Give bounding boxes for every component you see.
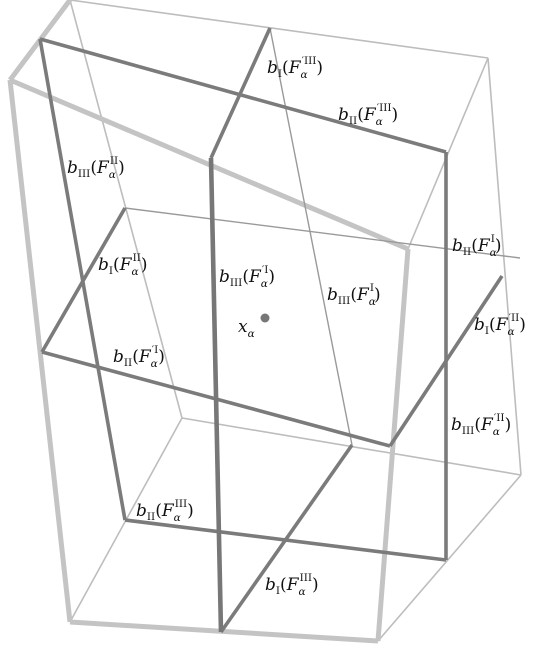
outer-box-front-edges [7,0,411,644]
inner-face-edges [38,27,504,634]
center-point [260,313,270,323]
label-b-III-F-prime-II: bIII(Fα′II) [451,412,511,438]
label-b-I-F-II: bI(FαII) [98,252,148,278]
label-b-III-F-II: bIII(FαII) [67,155,125,181]
central-vertical-edge [208,157,224,633]
label-b-II-F-I: bII(FαI) [452,233,502,259]
label-b-II-F-III: bII(FαIII) [136,498,194,524]
label-b-I-F-prime-II: bI(Fα′II) [474,312,526,338]
thin-interior-edges [124,27,521,446]
label-b-III-F-I: bIII(FαI) [327,282,381,308]
label-b-III-F-prime-I: bIII(Fα′I) [219,264,275,290]
label-b-I-F-prime-III: bI(Fα′III) [267,55,323,81]
label-b-II-F-prime-I: bII(Fα′I) [113,344,165,370]
outer-box-back-edges [69,0,522,642]
label-b-I-F-III: bI(FαIII) [265,572,319,598]
label-b-II-F-prime-III: bII(Fα′III) [338,102,398,128]
label-x-alpha: xα [238,317,255,340]
